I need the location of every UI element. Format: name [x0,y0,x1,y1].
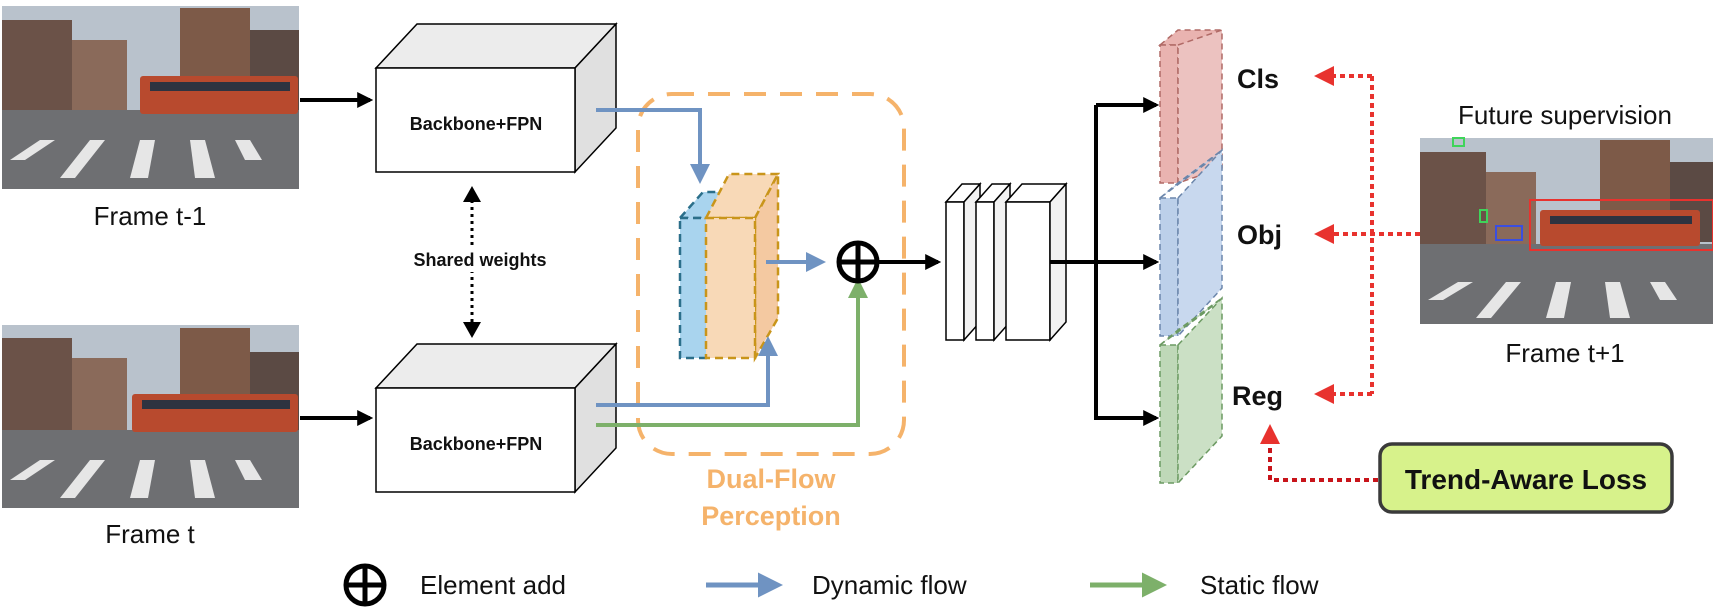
backbone-top-label: Backbone+FPN [410,114,543,134]
dynamic-flow-curr [596,336,778,407]
frame-future-label: Frame t+1 [1505,338,1624,368]
neck-layers [944,182,1068,342]
backbone-bottom-label: Backbone+FPN [410,434,543,454]
feature-map-fused [703,172,781,363]
backbone-top-box [374,22,618,174]
dynamic-flow-prev [596,108,710,184]
trend-aware-loss-box [1378,442,1674,514]
dfp-label-line1: Dual-Flow [707,464,837,494]
frame-prev-label: Frame t-1 [94,201,207,231]
legend: Element add Dynamic flow Static flow [343,563,1319,607]
legend-dynamic-label: Dynamic flow [812,570,967,600]
trend-aware-loss-label: Trend-Aware Loss [1405,464,1647,495]
cls-label: Cls [1237,64,1279,94]
backbone-bottom-box [374,342,618,494]
frame-curr-label: Frame t [105,519,195,549]
future-supervision-heading: Future supervision [1458,100,1672,130]
frame-prev-photo [2,6,299,189]
legend-static-label: Static flow [1200,570,1319,600]
frame-curr-photo [2,325,299,508]
shared-arrow-up [463,186,481,202]
static-flow [596,278,868,427]
dfp-module [636,92,906,456]
legend-add-icon [343,563,387,607]
element-add-icon [836,240,880,284]
supervision-arrows [1260,66,1420,482]
shared-weights-label: Shared weights [413,250,546,270]
head-reg [1159,296,1223,485]
head-obj [1159,148,1223,338]
obj-label: Obj [1237,220,1282,250]
dfp-label-line2: Perception [701,501,841,531]
reg-label: Reg [1232,381,1283,411]
legend-add-label: Element add [420,570,566,600]
frame-future-photo [1420,137,1713,324]
shared-arrow-down [463,322,481,338]
